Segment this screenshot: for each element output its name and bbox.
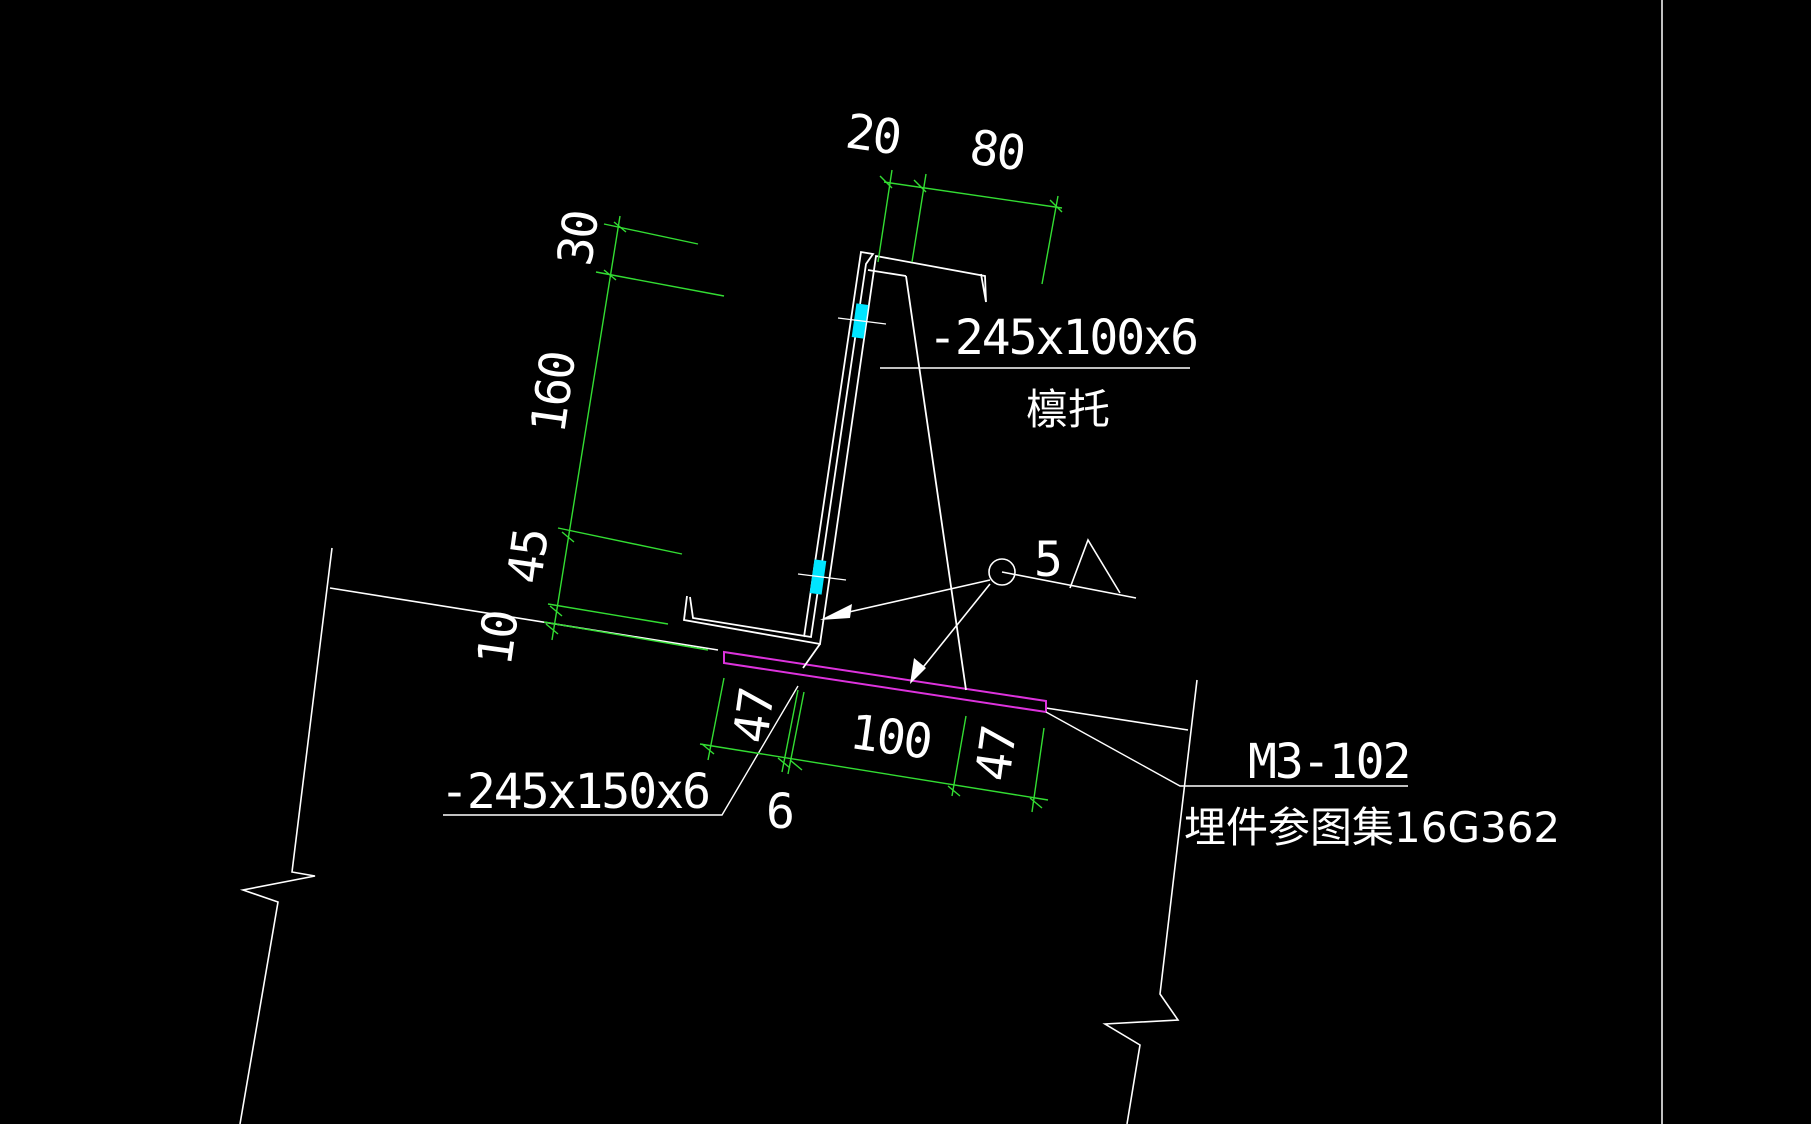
bolt-upper-centerline — [837, 317, 887, 325]
purlin-plate-name: 檩托 — [1026, 385, 1110, 434]
dim-left-30: 30 — [547, 208, 610, 269]
base-plate-spec: -245x150x6 — [440, 764, 709, 820]
dim-top-20: 20 — [842, 103, 903, 166]
embed-reference: 埋件参图集16G362 — [1184, 803, 1560, 852]
dim-bottom-100: 100 — [846, 704, 934, 771]
weld-arrow-head-2 — [910, 658, 926, 684]
dim-left-45: 45 — [497, 526, 560, 587]
dim-bottom-47-left: 47 — [723, 685, 786, 746]
weld-arrow-head-1 — [820, 604, 852, 620]
dim-left-160: 160 — [520, 349, 587, 437]
dim-top-80: 80 — [966, 119, 1027, 182]
dim-bottom-47-right: 47 — [965, 723, 1028, 784]
bolt-lower-centerline — [797, 573, 847, 581]
embed-code: M3-102 — [1248, 734, 1409, 790]
dim-bottom-6: 6 — [766, 784, 793, 840]
leader-lines — [443, 367, 1408, 816]
concrete-beam-outline — [239, 547, 1198, 1124]
weld-symbol — [839, 538, 1137, 677]
purlin-bracket — [683, 250, 987, 691]
weld-size: 5 — [1034, 532, 1061, 588]
purlin-plate-spec: -245x100x6 — [928, 310, 1197, 366]
dimension-lines — [543, 169, 1063, 813]
dim-left-10: 10 — [467, 608, 530, 669]
